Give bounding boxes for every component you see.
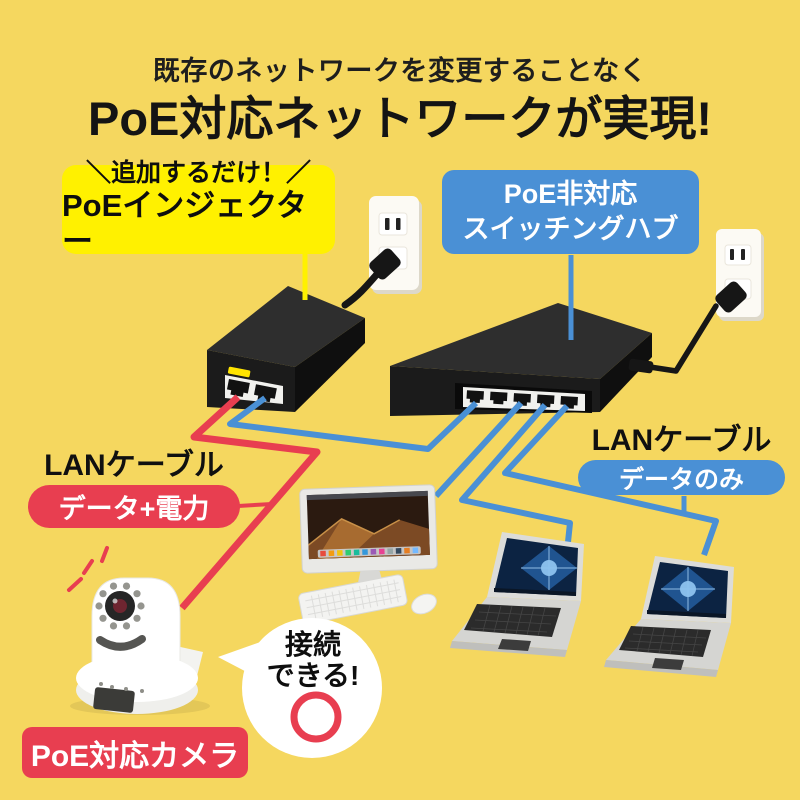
lan-cable-red-power xyxy=(179,394,321,611)
power-connector xyxy=(628,358,654,374)
keyboard xyxy=(298,574,408,625)
dock-bar xyxy=(317,546,421,558)
lan-cable-left-label: LANケーブル データ+電力 xyxy=(28,449,240,528)
injector-callout-line1: ＼追加するだけ！／ xyxy=(85,159,311,188)
spark-lines xyxy=(67,546,109,592)
switching-hub-device xyxy=(390,303,652,416)
camera-tilt-slot xyxy=(96,635,146,651)
desktop-computer xyxy=(299,484,438,598)
ok-circle-icon xyxy=(290,691,342,743)
outlet-slot xyxy=(741,249,745,260)
lan-right-title: LANケーブル xyxy=(591,424,772,457)
hub-callout-line2: スイッチングハブ xyxy=(462,214,679,244)
hub-callout-line1: PoE非対応 xyxy=(503,178,638,209)
lan-cable-hub-to-desktop xyxy=(433,400,524,499)
lan-cable-hub-to-laptop1 xyxy=(459,403,573,543)
red-badge-pointer xyxy=(237,502,273,508)
laptop-1 xyxy=(450,532,584,657)
network-camera xyxy=(67,546,210,715)
lan-cables-blue xyxy=(227,395,719,556)
bubble-line2: できる! xyxy=(266,660,360,692)
data-power-badge: データ+電力 xyxy=(28,485,240,528)
power-plug xyxy=(369,248,401,280)
camera-base-slot xyxy=(93,687,135,713)
power-cable-left xyxy=(341,248,401,309)
hub-callout: PoE非対応 スイッチングハブ xyxy=(442,170,699,254)
data-only-badge: データのみ xyxy=(578,460,785,495)
trackpad xyxy=(498,639,531,651)
mouse xyxy=(411,593,437,615)
injector-callout-line2: PoEインジェクター xyxy=(62,188,308,259)
taskbar xyxy=(494,588,576,596)
title-subtitle: 既存のネットワークを変更することなく xyxy=(152,56,648,86)
ir-led-ring xyxy=(95,582,145,630)
camera-label: PoE対応カメラ xyxy=(22,727,248,778)
lan-cable-hub-to-laptop2 xyxy=(502,403,719,556)
bubble-line1: 接続 xyxy=(284,629,341,660)
page-title: PoE対応ネットワークが実現! xyxy=(87,92,713,145)
poe-injector-device xyxy=(207,286,365,412)
lan-cable-right-label: LANケーブル データのみ xyxy=(578,424,785,495)
power-cable-right xyxy=(628,281,747,374)
camera-base-dots xyxy=(99,682,144,693)
laptop-2 xyxy=(604,556,734,677)
lan-left-title: LANケーブル xyxy=(44,449,224,482)
outlet-slot xyxy=(730,249,734,260)
speech-bubble-text: 接続 できる! xyxy=(240,629,386,692)
outlet-slot xyxy=(396,218,401,230)
dock-icons xyxy=(320,547,419,557)
speech-bubble xyxy=(218,618,382,758)
injector-callout: ＼追加するだけ！／ PoEインジェクター xyxy=(62,159,335,259)
lan-cable-injector-to-hub xyxy=(227,395,479,452)
power-plug xyxy=(715,281,747,313)
trackpad xyxy=(652,658,684,670)
menu-bar xyxy=(306,490,428,501)
outlet-slot xyxy=(385,218,390,230)
taskbar xyxy=(647,610,726,618)
injector-led xyxy=(227,366,251,378)
